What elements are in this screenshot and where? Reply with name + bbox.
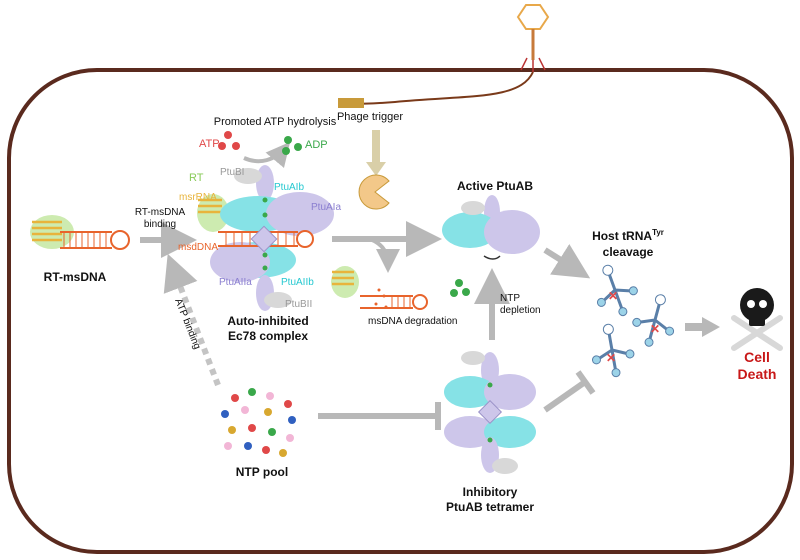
promoted-atp-label: Promoted ATP hydrolysis <box>214 116 337 128</box>
host-trna-label-line1: Host tRNATyr <box>592 228 664 243</box>
inhibitory-label-line1: Inhibitory <box>463 485 518 499</box>
ntp-depletion-label-line2: depletion <box>500 305 541 316</box>
phage-trigger-label: Phage trigger <box>337 111 403 123</box>
svg-text:✕: ✕ <box>650 322 660 336</box>
host-trna-label-line2: cleavage <box>603 245 654 259</box>
cell-death-label-line1: Cell <box>744 349 770 365</box>
ptuaiib-label: PtuAIIb <box>281 277 314 288</box>
death-arrow <box>702 317 720 337</box>
auto-inhibited-complex <box>197 165 334 311</box>
svg-text:✕: ✕ <box>608 289 618 303</box>
auto-inhibited-label-line2: Ec78 complex <box>228 329 308 343</box>
trna-icon: ✕ ✕ ✕ <box>584 256 684 382</box>
tetramer-inhibition-line <box>543 379 587 413</box>
inhibitory-label-line2: PtuAB tetramer <box>446 500 534 514</box>
msdna-degradation-label: msDNA degradation <box>368 316 458 327</box>
ntp-pool-label: NTP pool <box>236 465 288 479</box>
svg-text:✕: ✕ <box>606 351 616 365</box>
inhibitory-tetramer <box>444 351 536 474</box>
msdna-degraded <box>331 266 428 310</box>
active-ptuab <box>442 195 540 260</box>
cleavage-arrow <box>543 243 591 279</box>
phage-trigger-element <box>338 98 364 108</box>
binding-label-line2: binding <box>144 219 176 230</box>
adp-molecules <box>282 136 302 155</box>
rt-label: RT <box>189 172 204 184</box>
ptuaiia-label: PtuAIIa <box>219 277 252 288</box>
depleted-ntp <box>450 279 470 297</box>
cell-death-label-line2: Death <box>738 366 777 382</box>
cell-membrane <box>7 68 794 554</box>
phage-icon <box>516 4 550 72</box>
binding-label-line1: RT-msDNA <box>135 207 186 218</box>
ptuaib-label: PtuAIb <box>274 182 304 193</box>
rt-msdna-complex <box>30 215 130 250</box>
atp-molecules <box>218 131 240 150</box>
ntp-depletion-label-line1: NTP <box>500 293 520 304</box>
skull-icon <box>731 288 783 351</box>
ptubi-label: PtuBI <box>220 167 244 178</box>
ptubii-label: PtuBII <box>285 299 312 310</box>
msddna-label: msdDNA <box>178 242 218 253</box>
rt-msdna-label: RT-msDNA <box>44 270 107 284</box>
adp-label: ADP <box>305 139 328 151</box>
msrna-label: msrRNA <box>179 192 217 203</box>
active-ptuab-label: Active PtuAB <box>457 179 533 193</box>
auto-inhibited-label-line1: Auto-inhibited <box>227 314 308 328</box>
nuclease-icon <box>358 174 390 210</box>
ntp-pool <box>221 388 296 457</box>
atp-label: ATP <box>199 138 220 150</box>
ptuaia-label: PtuAIa <box>311 202 341 213</box>
